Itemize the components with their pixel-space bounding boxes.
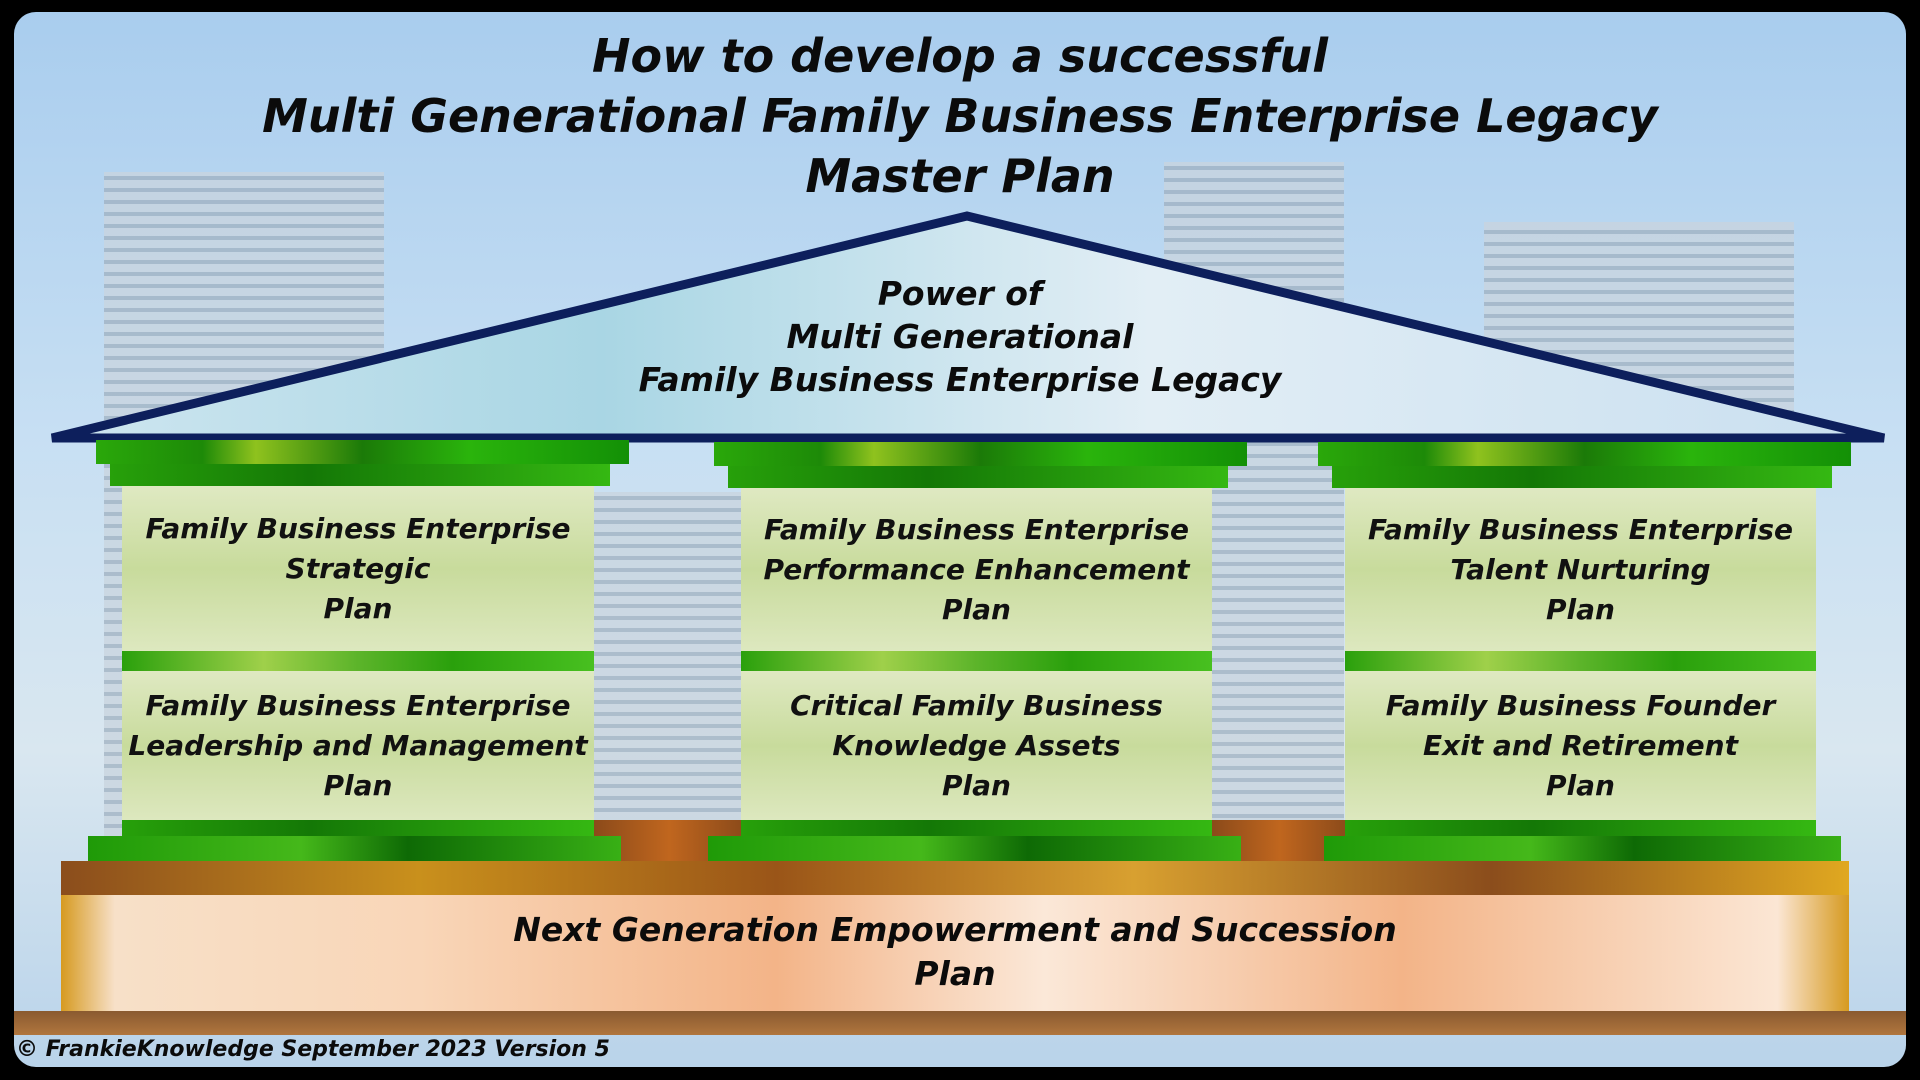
roof-line: Family Business Enterprise Legacy [638,360,1282,399]
roof-line: Power of [877,274,1043,313]
pillar-base [122,820,594,836]
knowledge-assets-plan-box: Critical Family Business Knowledge Asset… [741,671,1212,821]
pillar-base [1324,836,1841,861]
foundation-text: Next Generation Empowerment and Successi… [61,908,1849,996]
strategic-plan-box: Family Business Enterprise Strategic Pla… [122,486,594,651]
pillar-base [708,836,1241,861]
foundation-top [61,861,1849,895]
roof-text: Power of Multi Generational Family Busin… [560,272,1360,401]
talent-plan-box: Family Business Enterprise Talent Nurtur… [1345,488,1816,651]
title-line: Multi Generational Family Business Enter… [262,89,1658,143]
pillar-band [1345,651,1816,671]
pillar-capital [728,466,1228,488]
pillar-capital [96,440,629,464]
pillar-band [122,651,594,671]
copyright-footer: © FrankieKnowledge September 2023 Versio… [16,1037,610,1062]
title-line: How to develop a successful [591,29,1329,83]
performance-plan-box: Family Business Enterprise Performance E… [741,488,1212,651]
pillar-capital [714,442,1247,466]
page-title: How to develop a successful Multi Genera… [0,26,1920,206]
pillar-band [741,651,1212,671]
pillar-base [1345,820,1816,836]
leadership-plan-box: Family Business Enterprise Leadership an… [122,671,594,821]
pillar-capital [110,464,610,486]
pillar-capital [1332,466,1832,488]
foundation-box [61,895,1849,1011]
exit-retirement-plan-box: Family Business Founder Exit and Retirem… [1345,671,1816,821]
title-line: Master Plan [805,149,1115,203]
pillar-base [88,836,621,861]
pillar-base [741,820,1212,836]
foundation-line: Plan [914,954,996,993]
pillar-capital [1318,442,1851,466]
foundation-floor [14,1011,1906,1035]
roof-line: Multi Generational [786,317,1134,356]
foundation-line: Next Generation Empowerment and Successi… [513,910,1397,949]
